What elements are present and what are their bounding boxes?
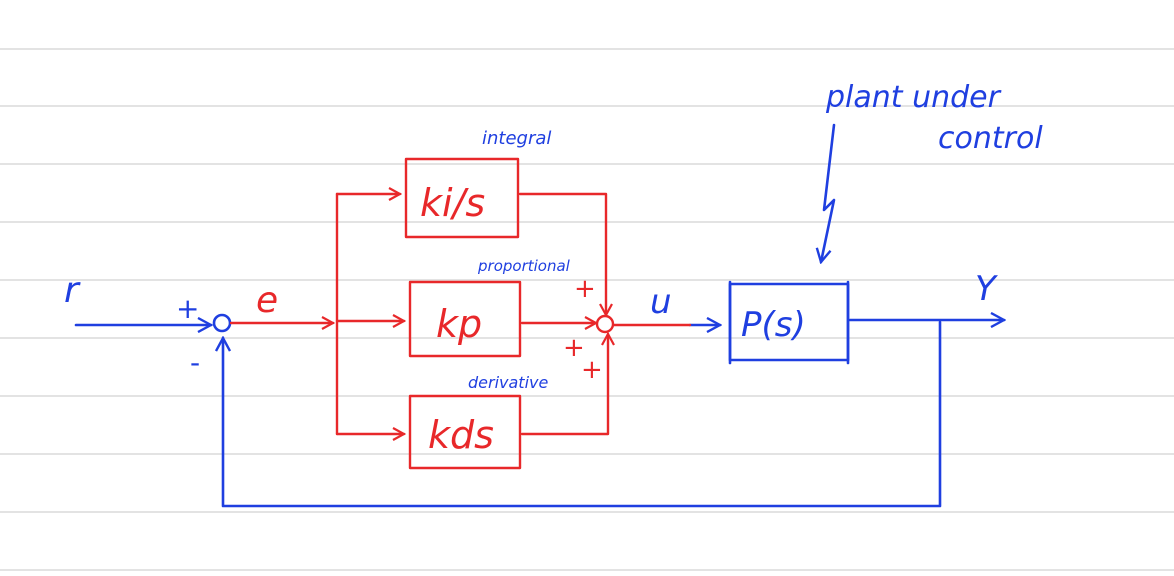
summer2-left-plus-sign: + [563, 333, 585, 363]
summer1-plus-sign: + [176, 292, 199, 325]
summer2-bottom-plus-sign: + [581, 355, 603, 385]
error-label: e [256, 280, 278, 321]
summing-junction-1 [212, 313, 232, 333]
summing-junction-2 [595, 314, 615, 334]
integral-title: integral [482, 128, 551, 149]
derivative-title: derivative [468, 373, 548, 392]
summer2-top-plus-sign: + [574, 274, 596, 304]
derivative-expression: kds [428, 413, 494, 457]
proportional-title: proportional [477, 257, 571, 275]
feedback-path [223, 320, 942, 508]
derivative-block [408, 394, 522, 470]
output-label: Y [975, 269, 998, 309]
annotation-line-2: control [938, 121, 1043, 156]
proportional-expression: kp [436, 302, 482, 346]
plant-loop [74, 123, 1004, 508]
annotation-arrow [821, 123, 836, 262]
integral-expression: ki/s [420, 181, 485, 225]
integral-block [404, 157, 520, 239]
labels: r + - u Y P(s) plant under control integ… [64, 80, 1043, 457]
annotation-line-1: plant under [825, 80, 1002, 115]
pid-controller [229, 157, 692, 470]
summer1-minus-sign: - [190, 346, 200, 379]
control-label: u [650, 282, 672, 322]
reference-label: r [64, 270, 81, 311]
proportional-block [408, 280, 522, 358]
plant-expression: P(s) [741, 305, 806, 345]
ruled-lines [0, 48, 1174, 571]
